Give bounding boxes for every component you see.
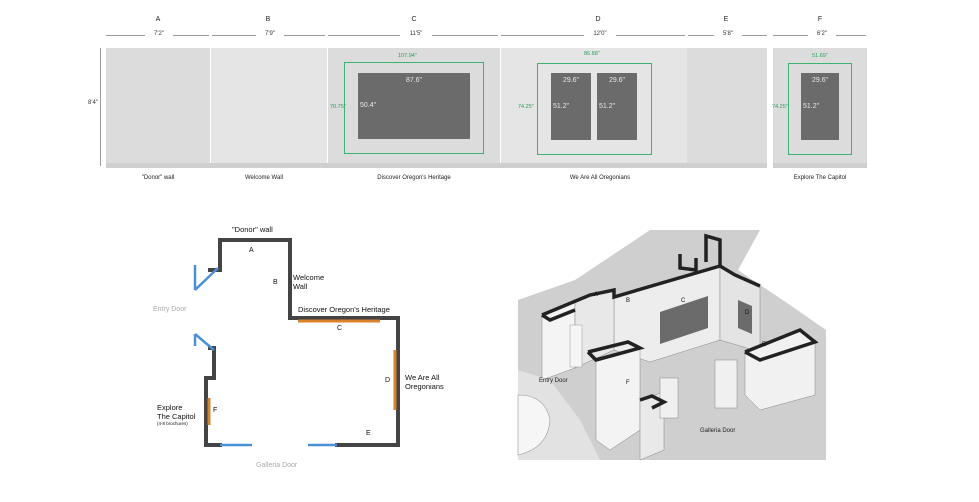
graphic-width-d1: 29.6" (562, 77, 580, 84)
graphic-frame-f (788, 63, 852, 155)
graphic-height-f: 51.2" (803, 102, 820, 110)
baseboard-f (773, 163, 867, 168)
column-letter-c: C (411, 16, 417, 23)
iso-graphic-d (738, 300, 752, 334)
plan-label-heritage: Discover Oregon's Heritage (298, 305, 390, 314)
frame-height-c: 70.75" (330, 104, 346, 110)
plan-label-welcome-1: Welcome (293, 273, 325, 282)
graphic-panel-c: 87.6" 50.4" (358, 73, 470, 139)
wall-panel-d (501, 48, 687, 163)
iso-wall-top-f (586, 340, 645, 362)
iso-door-galleria-right (714, 359, 738, 409)
graphic-width-c: 87.6" (405, 77, 423, 84)
frame-width-d: 86.88" (584, 51, 600, 57)
plan-letter-e: E (366, 430, 371, 437)
iso-corner-top-right (738, 230, 826, 330)
graphic-width-f: 29.6" (811, 77, 829, 84)
plan-label-oregonians-2: Oregonians (405, 382, 444, 391)
plan-label-oregonians-1: We Are All (405, 373, 440, 382)
iso-letter-a: A (594, 292, 599, 298)
plan-letter-f: F (213, 407, 218, 414)
column-letter-b: B (265, 16, 271, 23)
plan-letter-a: A (249, 247, 254, 254)
frame-width-c: 107.94" (398, 53, 417, 59)
iso-letter-d: D (745, 310, 750, 316)
iso-wall-top-e (744, 327, 819, 362)
plan-wall-upper (208, 238, 400, 447)
iso-wall-top-f-side (639, 394, 668, 410)
plan-label-entry-door: Entry Door (153, 306, 187, 313)
panel-label-a: "Donor" wall (141, 175, 175, 181)
iso-entry-door-glass (569, 324, 583, 368)
graphic-frame-c (344, 62, 484, 154)
wall-panel-a (106, 48, 210, 163)
iso-wall-top-notch (678, 254, 698, 272)
iso-door-galleria (659, 377, 679, 419)
graphic-frame-d (537, 63, 652, 155)
width-dim-b: 7'9" (256, 31, 284, 37)
frame-width-f: 51.69" (812, 53, 828, 59)
iso-pillar-f (595, 347, 641, 451)
plan-label-welcome-2: Wall (293, 282, 308, 291)
graphic-height-c: 50.4" (360, 102, 377, 109)
column-letter-a: A (155, 16, 161, 23)
panel-label-d: We Are All Oregonians (569, 175, 631, 181)
plan-label-explore-note: (4-8 brochures) (157, 421, 188, 426)
height-dimension-line (100, 48, 101, 166)
panel-label-f: Explore The Capitol (793, 175, 847, 181)
graphic-height-d1: 51.2" (553, 102, 570, 110)
plan-label-galleria-door: Galleria Door (256, 462, 298, 469)
iso-graphic-c (660, 296, 708, 344)
iso-label-galleria-door: Galleria Door (700, 428, 736, 434)
iso-reception-desk (517, 394, 551, 456)
frame-height-f: 74.25" (772, 104, 788, 110)
width-dim-d: 12'0" (584, 31, 616, 37)
panel-label-b: Welcome Wall (244, 175, 283, 181)
height-dim: 8'4" (86, 100, 100, 106)
column-letter-d: D (595, 16, 601, 23)
graphic-height-d2: 51.2" (599, 102, 616, 110)
graphic-panel-d2: 29.6" 51.2" (597, 73, 637, 140)
iso-label-entry-door: Entry Door (539, 378, 568, 384)
panel-label-c: Discover Oregon's Heritage (377, 175, 451, 181)
plan-label-explore-2: The Capitol (157, 412, 196, 421)
plan-letter-b: B (273, 279, 278, 286)
iso-pillar-f-side (639, 391, 665, 461)
iso-wall-top-main (541, 233, 722, 317)
iso-letter-f: F (626, 380, 630, 386)
iso-letter-e: E (762, 342, 767, 348)
baseboard-a-e (106, 163, 767, 168)
frame-height-d: 74.25" (518, 104, 534, 110)
iso-wall-top-a (541, 308, 576, 322)
width-dim-c: 11'5" (400, 31, 432, 37)
width-dim-a: 7'2" (145, 31, 173, 37)
graphic-panel-d1: 29.6" 51.2" (551, 73, 591, 140)
iso-wall-top-d (719, 264, 761, 288)
column-letter-f: F (817, 16, 823, 23)
plan-letter-c: C (337, 325, 343, 332)
plan-label-explore-1: Explore (157, 403, 183, 412)
graphic-panel-f: 29.6" 51.2" (801, 73, 839, 140)
entry-door-upper-swing (194, 267, 219, 291)
wall-panel-e (687, 48, 767, 163)
iso-letter-c: C (681, 298, 686, 304)
width-dim-e: 5'8" (714, 31, 742, 37)
entry-door-lower-swing (194, 333, 215, 351)
column-letter-e: E (723, 16, 729, 23)
plan-letter-d: D (385, 377, 391, 384)
plan-label-donor-wall: "Donor" wall (232, 225, 273, 234)
iso-letter-b: B (626, 298, 631, 304)
width-dim-f: 6'2" (808, 31, 836, 37)
iso-corner-top-left (518, 230, 650, 300)
wall-panel-b (211, 48, 327, 163)
graphic-width-d2: 29.6" (608, 77, 626, 84)
